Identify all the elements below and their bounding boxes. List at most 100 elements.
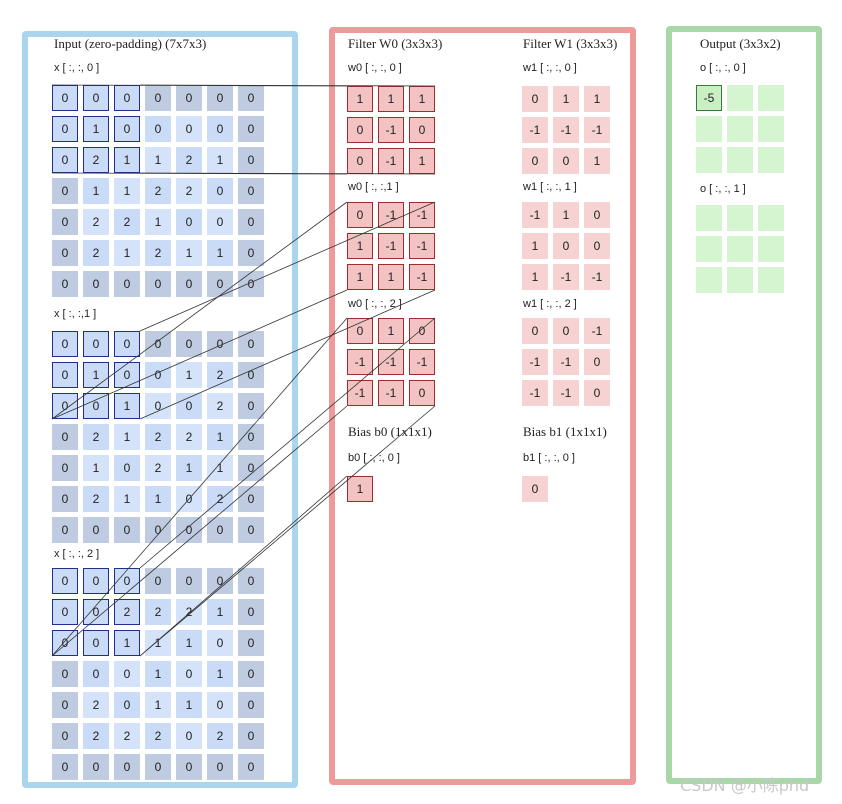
w0-cell: -1 [378,349,404,375]
input-cell: 0 [83,517,109,543]
input-cell: 1 [176,362,202,388]
input-cell: 2 [176,147,202,173]
w1-cell: 0 [522,148,548,174]
w1-cell: -1 [584,117,610,143]
input-cell: 0 [145,331,171,357]
input-cell: 0 [52,754,78,780]
input-cell: 0 [176,517,202,543]
input-cell: 1 [145,661,171,687]
w1-slice-0-label: w1 [ :, :, 0 ] [523,62,577,74]
input-cell: 0 [83,331,109,357]
input-cell: 0 [176,85,202,111]
output-cell [758,267,784,293]
w1-cell: -1 [553,380,579,406]
input-cell: 0 [207,692,233,718]
input-cell: 0 [238,486,264,512]
input-cell: 0 [145,754,171,780]
filter-w0-title: Filter W0 (3x3x3) [348,36,443,51]
input-cell: 0 [207,116,233,142]
output-cell [727,267,753,293]
input-cell: 1 [176,455,202,481]
input-cell: 2 [207,393,233,419]
watermark: CSDN @小陈phd [680,776,810,795]
input-cell: 0 [114,271,140,297]
input-cell: 2 [145,178,171,204]
output-cell [758,85,784,111]
input-cell: 1 [176,692,202,718]
input-cell: 1 [207,599,233,625]
input-cell: 0 [114,116,140,142]
w0-cell: -1 [378,117,404,143]
input-slice-0-label: x [ :, :, 0 ] [54,62,100,74]
w1-cell: 1 [584,148,610,174]
bias-b1-label: b1 [ :, :, 0 ] [523,452,575,464]
input-cell: 0 [238,424,264,450]
input-cell: 0 [52,455,78,481]
w1-cell: 0 [522,318,548,344]
w1-cell: -1 [584,318,610,344]
w1-slice-1-label: w1 [ :, :, 1 ] [523,181,577,193]
input-cell: 1 [176,240,202,266]
b0-cell: 1 [347,476,373,502]
w0-cell: 1 [347,86,373,112]
output-cell [758,205,784,231]
input-cell: 0 [176,116,202,142]
output-cell [758,116,784,142]
w0-cell: 1 [378,264,404,290]
input-cell: 0 [238,754,264,780]
output-cell [696,205,722,231]
output-cell [727,116,753,142]
w1-cell: 0 [584,349,610,375]
input-cell: 0 [238,271,264,297]
input-cell: 0 [207,178,233,204]
input-cell: 2 [83,424,109,450]
input-cell: 1 [114,393,140,419]
input-cell: 0 [83,568,109,594]
input-cell: 1 [207,455,233,481]
input-cell: 0 [83,630,109,656]
input-cell: 0 [207,630,233,656]
input-cell: 2 [83,147,109,173]
input-cell: 0 [207,568,233,594]
w1-cell: 0 [584,380,610,406]
input-cell: 0 [207,517,233,543]
w0-cell: -1 [378,202,404,228]
w1-cell: -1 [584,264,610,290]
input-cell: 0 [207,271,233,297]
input-cell: 0 [52,517,78,543]
input-cell: 1 [114,486,140,512]
input-cell: 0 [52,85,78,111]
input-cell: 2 [207,723,233,749]
output-cell [727,147,753,173]
input-cell: 0 [238,661,264,687]
input-cell: 1 [207,424,233,450]
input-cell: 0 [145,116,171,142]
w1-cell: -1 [553,117,579,143]
w1-cell: 0 [553,318,579,344]
w1-cell: 1 [553,86,579,112]
w0-cell: 0 [347,148,373,174]
input-cell: 1 [83,362,109,388]
input-cell: 0 [176,568,202,594]
w1-cell: -1 [553,264,579,290]
input-cell: 1 [114,240,140,266]
input-slice-1-label: x [ :, :,1 ] [54,308,97,320]
input-cell: 0 [238,630,264,656]
bias-b0-title: Bias b0 (1x1x1) [348,424,432,439]
input-cell: 0 [52,147,78,173]
w0-cell: -1 [409,264,435,290]
w1-cell: -1 [522,349,548,375]
input-cell: 0 [52,116,78,142]
input-cell: 2 [83,723,109,749]
input-cell: 0 [238,240,264,266]
input-cell: 1 [145,692,171,718]
w1-cell: -1 [522,117,548,143]
input-cell: 2 [114,209,140,235]
input-cell: 0 [238,393,264,419]
bias-b0-label: b0 [ :, :, 0 ] [348,452,400,464]
input-cell: 0 [83,85,109,111]
w0-cell: 0 [347,202,373,228]
input-cell: 0 [52,393,78,419]
input-cell: 2 [83,692,109,718]
w0-cell: 1 [378,318,404,344]
